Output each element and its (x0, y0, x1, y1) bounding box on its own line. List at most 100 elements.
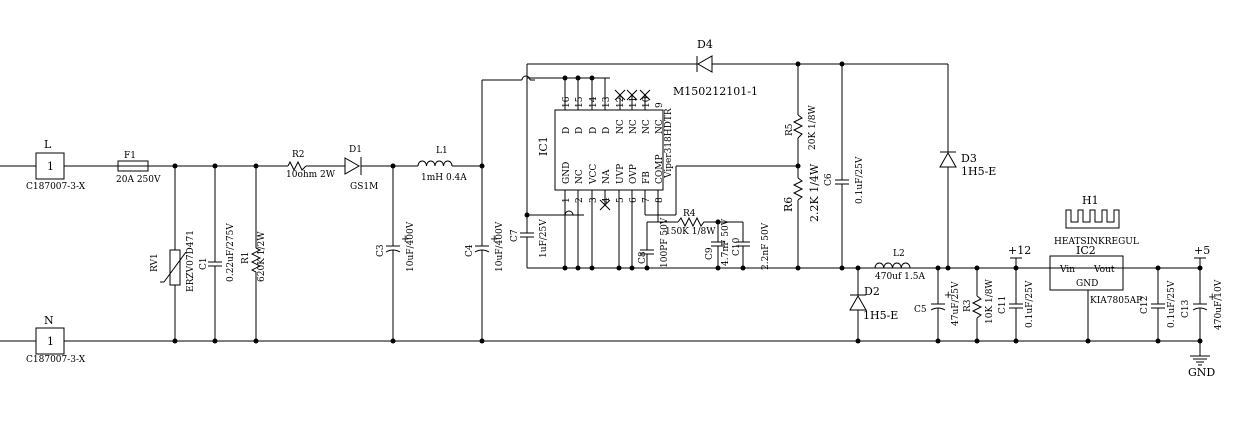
c12-value: 0.1uF/25V (1167, 280, 1177, 328)
capacitor-c4[interactable]: + C4 10uF/400V (465, 221, 505, 272)
diode-d1[interactable]: D1 GS1M (344, 145, 378, 192)
ic1-pin-name: GND (562, 162, 572, 184)
ic1-chip[interactable]: IC1 Viper318HDTR (537, 108, 674, 191)
ic1-pin-number: 11 (629, 97, 639, 108)
ic1-pin-name: NC (655, 119, 665, 134)
ic1-pin-name: D (562, 127, 572, 134)
fuse-f1[interactable]: F1 20A 250V (116, 151, 161, 185)
connector-n-part: C187007-3-X (26, 355, 86, 365)
diode-d3[interactable]: D3 1H5-E (939, 151, 996, 178)
ic2-value: KIA7805AP (1090, 296, 1142, 306)
ic1-pin-name: D (589, 127, 599, 134)
heatsink-h1[interactable]: H1 HEATSINKREGUL (1054, 194, 1139, 247)
ic1-pin-number: 13 (602, 96, 612, 108)
r2-value: 10ohm 2W (286, 170, 336, 180)
c7-ref: C7 (510, 229, 520, 242)
c7-value: 1uF/25V (539, 219, 549, 258)
resistor-r3[interactable]: R3 10K 1/8W (963, 278, 995, 324)
capacitor-c7[interactable]: C7 1uF/25V (510, 219, 549, 258)
ic1-pin-number: 7 (642, 197, 652, 203)
gnd-label: GND (1188, 366, 1215, 379)
c11-value: 0.1uF/25V (1025, 280, 1035, 328)
ic1-ref: IC1 (537, 136, 550, 156)
rv1-ref: RV1 (150, 253, 160, 272)
capacitor-c12[interactable]: C12 0.1uF/25V (1140, 280, 1177, 328)
d2-ref: D2 (864, 285, 880, 298)
svg-text:+: + (944, 290, 952, 301)
capacitor-c1[interactable]: C1 0.22uF/275V (199, 223, 236, 282)
ic2-gnd: GND (1076, 279, 1098, 289)
r1-value: 620K 1/2W (257, 231, 267, 282)
net-plus12-label: +12 (1008, 244, 1031, 257)
net-plus12: +12 (1008, 244, 1031, 259)
capacitor-c8[interactable]: C8 100PF 50V (638, 217, 670, 268)
d1-value: GS1M (350, 182, 378, 192)
c13-value: 470uF/10V (1214, 279, 1224, 330)
varistor-rv1[interactable]: RV1 ERZV07D471 (150, 230, 196, 292)
svg-text:+: + (401, 234, 409, 245)
inductor-l1[interactable]: L1 1mH 0.4A (417, 146, 467, 183)
connector-l[interactable]: 1 L C187007-3-X (26, 138, 86, 192)
capacitor-c9[interactable]: C9 4.7nF 50V (705, 218, 731, 266)
nc-markers (599, 89, 651, 211)
svg-text:+: + (490, 234, 498, 245)
wires (0, 63, 1201, 356)
d4-value: M150212101-1 (673, 85, 758, 98)
c4-value: 10uF/400V (495, 221, 505, 272)
ic2-vin: Vin (1059, 265, 1075, 275)
c11-ref: C11 (998, 296, 1008, 314)
f1-value: 20A 250V (116, 175, 161, 185)
resistor-r5[interactable]: R5 20K 1/8W (785, 104, 818, 150)
l1-value: 1mH 0.4A (421, 173, 467, 183)
ic2-ref: IC2 (1076, 244, 1096, 257)
ic1-pin-name: NA (602, 169, 612, 184)
ic1-pin-name: OVP (629, 164, 639, 184)
connector-l-part: C187007-3-X (26, 182, 86, 192)
c5-ref: C5 (914, 305, 927, 315)
capacitor-c6[interactable]: C6 0.1uF/25V (824, 156, 865, 204)
capacitor-c5[interactable]: + C5 47uF/25V (914, 281, 961, 326)
diode-d4[interactable]: D4 M150212101-1 (673, 38, 758, 98)
l2-ref: L2 (893, 249, 905, 259)
regulator-ic2[interactable]: IC2 Vin Vout GND KIA7805AP (1049, 244, 1142, 306)
svg-text:+: + (1208, 292, 1216, 303)
ic1-pin-number: 4 (602, 197, 612, 203)
resistor-r2[interactable]: R2 10ohm 2W (286, 150, 336, 180)
ic1-pin-number: 6 (629, 197, 639, 203)
inductor-l2[interactable]: L2 470uf 1.5A (874, 249, 925, 282)
ic1-pin-number: 14 (589, 96, 599, 108)
l2-value: 470uf 1.5A (875, 272, 925, 282)
resistor-r4[interactable]: R4 150K 1/8W (665, 209, 716, 237)
capacitor-c13[interactable]: + C13 470uF/10V (1181, 279, 1224, 330)
r4-value: 150K 1/8W (665, 227, 716, 237)
d3-ref: D3 (961, 152, 977, 165)
connector-l-label: L (44, 138, 52, 151)
diode-d2[interactable]: D2 1H5-E (849, 285, 898, 322)
r6-ref: R6 (782, 197, 795, 212)
d3-value: 1H5-E (961, 165, 996, 178)
capacitor-c11[interactable]: C11 0.1uF/25V (998, 280, 1035, 328)
net-plus5: +5 (1194, 244, 1210, 259)
ic1-pin-name: NC (575, 169, 585, 184)
ic1-pin-name: NC (616, 119, 626, 134)
c1-value: 0.22uF/275V (226, 223, 236, 282)
ic1-pin-name: D (575, 127, 585, 134)
ic1-pin-name: NC (629, 119, 639, 134)
c8-value: 100PF 50V (660, 217, 670, 268)
r6-value: 2.2K 1/4W (808, 163, 821, 222)
r3-value: 10K 1/8W (985, 278, 995, 324)
f1-ref: F1 (124, 151, 136, 161)
junctions (172, 61, 1203, 344)
h1-ref: H1 (1082, 194, 1099, 207)
resistor-r1[interactable]: R1 620K 1/2W (241, 231, 267, 282)
ic1-pin-number: 2 (575, 197, 585, 203)
connector-n[interactable]: 1 N C187007-3-X (26, 314, 86, 365)
capacitor-c10[interactable]: C10 2.2nF 50V (732, 222, 771, 270)
resistor-r6[interactable]: R6 2.2K 1/4W (782, 163, 821, 222)
capacitor-c3[interactable]: + C3 10uF/400V (376, 221, 416, 272)
d1-ref: D1 (349, 145, 362, 155)
c12-ref: C12 (1140, 296, 1150, 314)
ic1-pin-number: 9 (655, 102, 665, 108)
